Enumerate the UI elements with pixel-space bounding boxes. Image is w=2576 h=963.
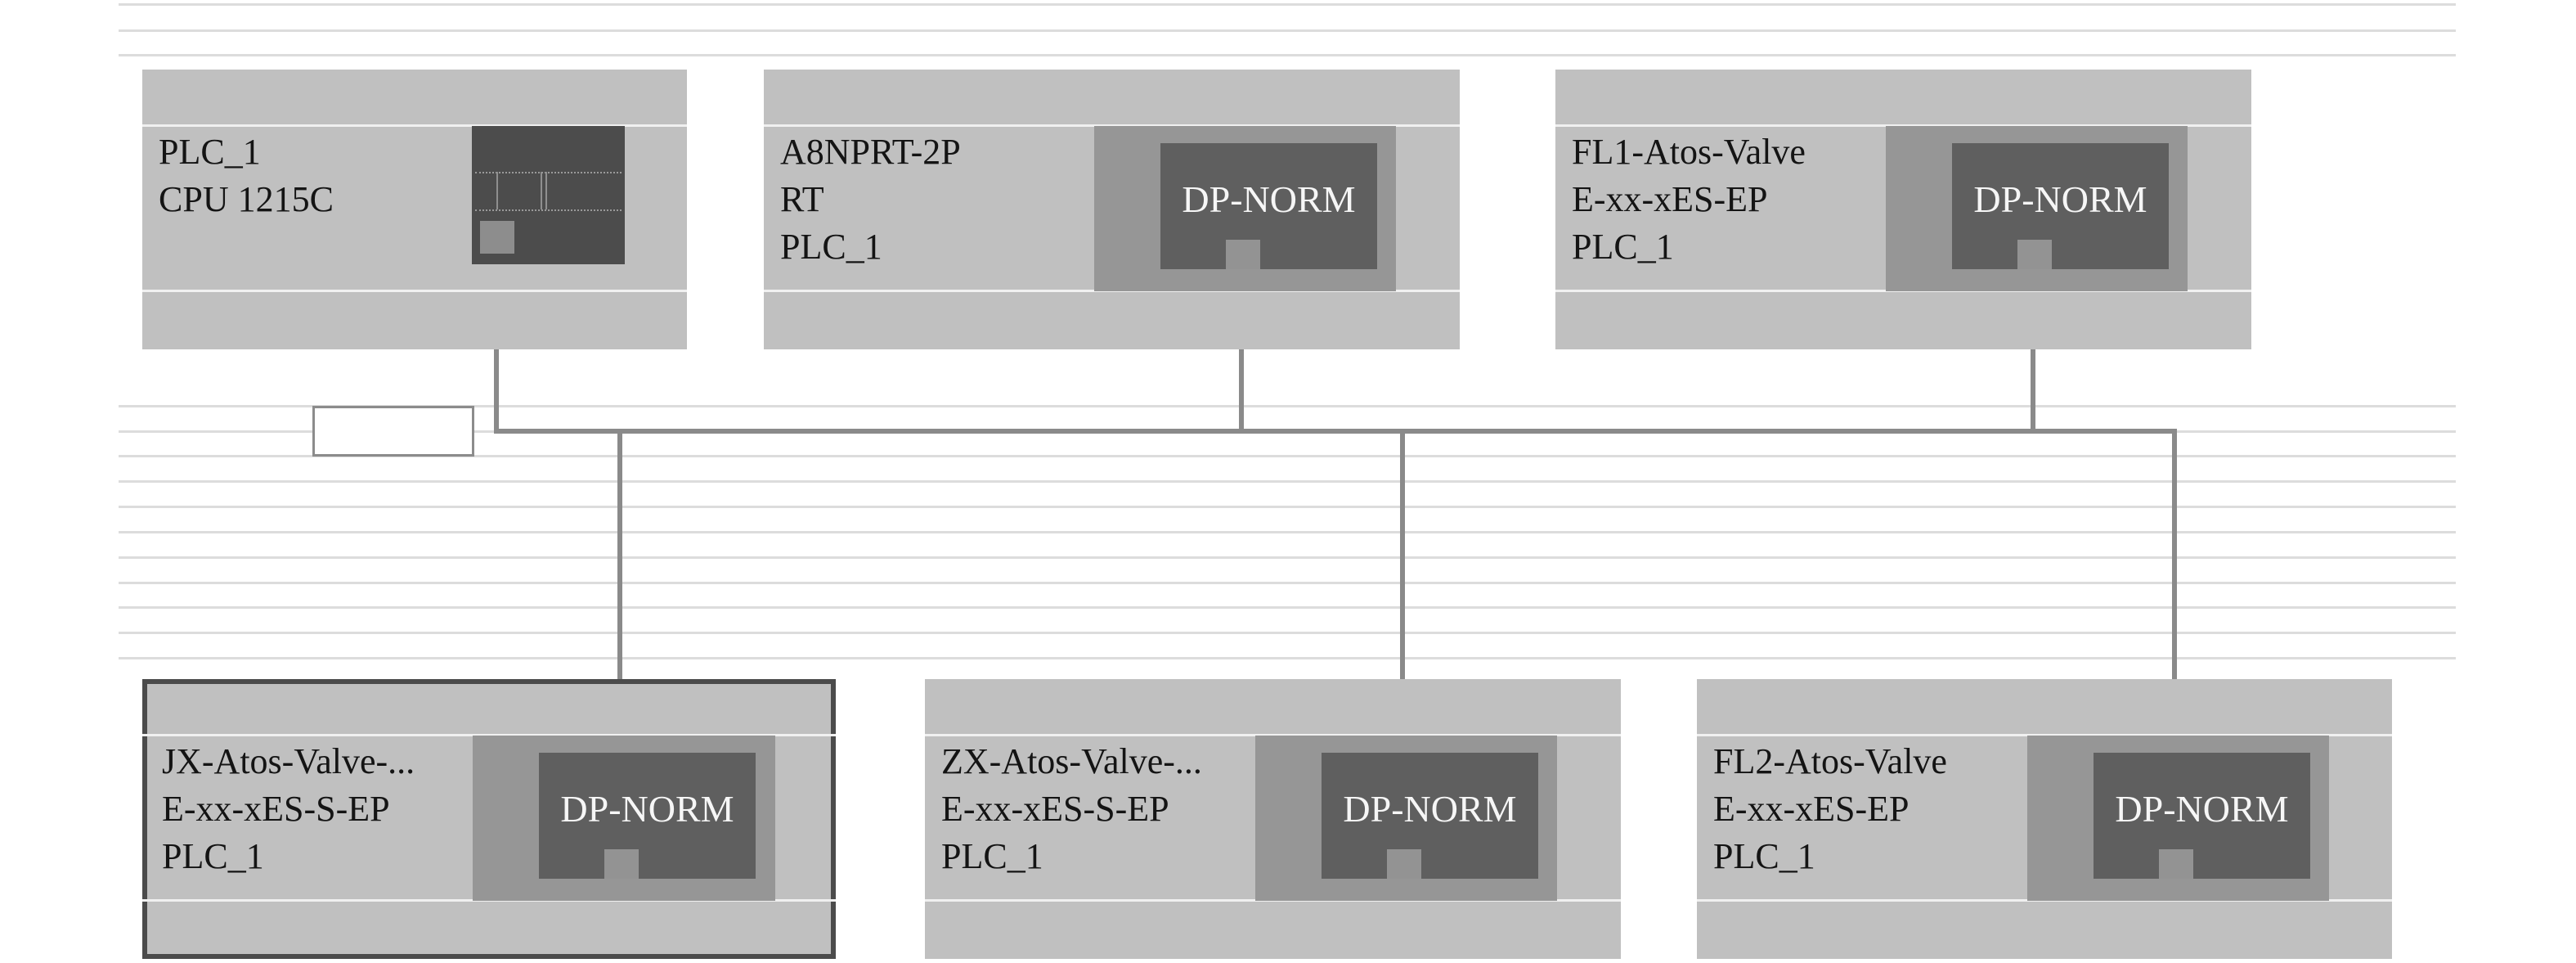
device-plc-1[interactable]: PLC_1 CPU 1215C <box>142 70 687 349</box>
interface-module[interactable]: DP-NORM <box>1094 126 1396 291</box>
device-jx-atos-valve[interactable]: JX-Atos-Valve-... E-xx-xES-S-EP PLC_1 DP… <box>142 679 836 959</box>
device-band <box>925 734 1621 736</box>
device-zx-atos-valve[interactable]: ZX-Atos-Valve-... E-xx-xES-S-EP PLC_1 DP… <box>925 679 1621 959</box>
device-label: FL1-Atos-Valve E-xx-xES-EP PLC_1 <box>1572 128 1806 271</box>
port-icon <box>2017 240 2052 269</box>
device-type: RT <box>780 179 824 219</box>
device-controller: PLC_1 <box>941 836 1043 876</box>
grid-line <box>119 54 2456 56</box>
cpu-slot <box>496 172 498 209</box>
device-band <box>1697 734 2392 736</box>
device-name: JX-Atos-Valve-... <box>162 741 415 781</box>
device-type: E-xx-xES-S-EP <box>941 789 1169 829</box>
device-name: ZX-Atos-Valve-... <box>941 741 1202 781</box>
wire-zx[interactable] <box>1400 429 1405 740</box>
cpu-io-row <box>475 209 622 213</box>
wire-fl1[interactable] <box>2031 290 2035 434</box>
device-name: A8NPRT-2P <box>780 132 961 172</box>
interface-module[interactable]: DP-NORM <box>1255 736 1557 901</box>
device-type: CPU 1215C <box>159 179 334 219</box>
device-name: FL2-Atos-Valve <box>1713 741 1947 781</box>
cpu-slot <box>541 172 542 209</box>
grid-line <box>119 3 2456 6</box>
device-band <box>142 290 687 292</box>
grid-line <box>119 657 2456 659</box>
grid-line <box>119 606 2456 609</box>
interface-module-body: DP-NORM <box>2094 753 2310 879</box>
device-band <box>764 124 1460 127</box>
grid-line <box>119 632 2456 634</box>
device-a8nprt-2p[interactable]: A8NPRT-2P RT PLC_1 DP-NORM <box>764 70 1460 349</box>
cpu-io-row <box>475 172 622 175</box>
port-icon <box>604 849 639 879</box>
device-name: FL1-Atos-Valve <box>1572 132 1806 172</box>
device-label: FL2-Atos-Valve E-xx-xES-EP PLC_1 <box>1713 738 1947 880</box>
device-label: JX-Atos-Valve-... E-xx-xES-S-EP PLC_1 <box>162 738 415 880</box>
cpu-module-icon[interactable] <box>472 126 625 264</box>
module-label: DP-NORM <box>1182 178 1356 220</box>
device-controller: PLC_1 <box>1713 836 1815 876</box>
port-icon <box>1387 849 1421 879</box>
port-icon <box>1226 240 1260 269</box>
wire-fl2[interactable] <box>2172 429 2177 740</box>
interface-module-body: DP-NORM <box>1160 143 1377 269</box>
device-fl1-atos-valve[interactable]: FL1-Atos-Valve E-xx-xES-EP PLC_1 DP-NORM <box>1555 70 2251 349</box>
device-type: E-xx-xES-EP <box>1572 179 1768 219</box>
grid-line <box>119 29 2456 32</box>
interface-module-body: DP-NORM <box>539 753 756 879</box>
interface-module-body: DP-NORM <box>1952 143 2169 269</box>
device-label: A8NPRT-2P RT PLC_1 <box>780 128 961 271</box>
interface-module[interactable]: DP-NORM <box>2027 736 2329 901</box>
cpu-slot <box>545 172 547 209</box>
grid-line <box>119 455 2456 457</box>
wire-a8[interactable] <box>1239 290 1244 434</box>
grid-line <box>119 531 2456 533</box>
interface-module-body: DP-NORM <box>1322 753 1538 879</box>
interface-module[interactable]: DP-NORM <box>473 736 775 901</box>
device-controller: PLC_1 <box>1572 227 1674 267</box>
device-type: E-xx-xES-EP <box>1713 789 1910 829</box>
module-label: DP-NORM <box>2115 788 2289 830</box>
grid-line <box>119 506 2456 508</box>
grid-line <box>119 556 2456 559</box>
device-name: PLC_1 <box>159 132 261 172</box>
device-controller: PLC_1 <box>162 836 264 876</box>
grid-line <box>119 405 2456 407</box>
grid-line <box>119 582 2456 584</box>
cpu-port-icon <box>480 221 514 254</box>
device-band <box>142 124 687 127</box>
profinet-bus-line[interactable] <box>494 429 2177 434</box>
grid-line <box>119 480 2456 483</box>
port-icon <box>2159 849 2193 879</box>
device-fl2-atos-valve[interactable]: FL2-Atos-Valve E-xx-xES-EP PLC_1 DP-NORM <box>1697 679 2392 959</box>
module-label: DP-NORM <box>560 788 734 830</box>
device-band <box>1555 124 2251 127</box>
interface-module[interactable]: DP-NORM <box>1886 126 2188 291</box>
module-label: DP-NORM <box>1343 788 1517 830</box>
device-label: ZX-Atos-Valve-... E-xx-xES-S-EP PLC_1 <box>941 738 1202 880</box>
module-label: DP-NORM <box>1973 178 2147 220</box>
wire-jx[interactable] <box>617 429 622 740</box>
device-controller: PLC_1 <box>780 227 882 267</box>
device-label: PLC_1 CPU 1215C <box>159 128 334 223</box>
device-band <box>142 734 836 736</box>
device-type: E-xx-xES-S-EP <box>162 789 390 829</box>
subnet-address-box[interactable] <box>312 406 474 457</box>
